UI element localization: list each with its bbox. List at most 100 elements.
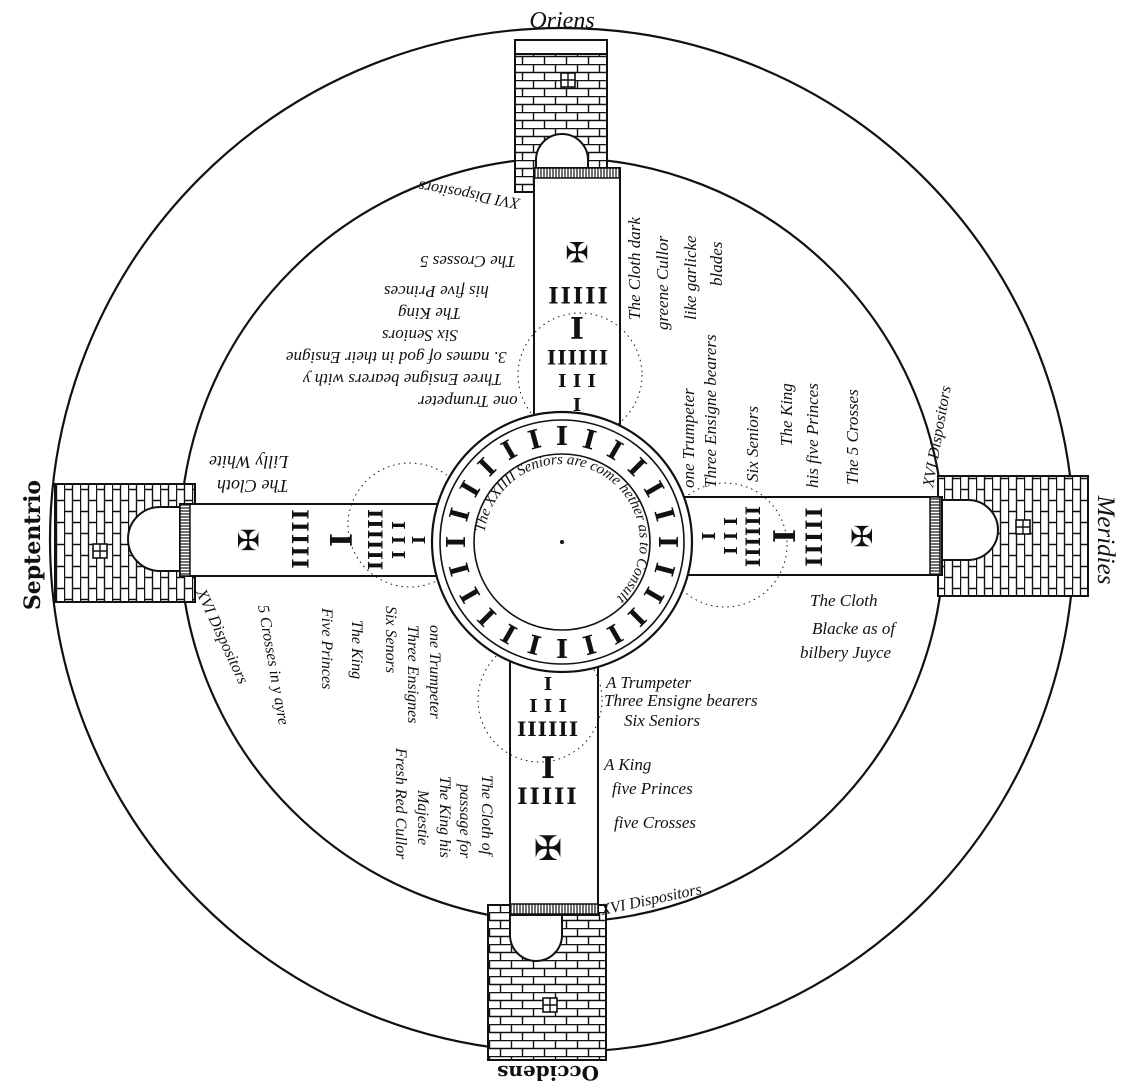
west-rank-line-3: Six Seniors (624, 711, 700, 730)
north-rank-line-1: one Trumpeter (426, 625, 443, 720)
south-mark-ensigns: I I I (721, 517, 742, 555)
south-rank-line-6: The 5 Crosses (843, 389, 862, 485)
east-rank-text: one Trumpeter Three Ensigne bearers with… (286, 252, 518, 411)
direction-east: Oriens (529, 8, 594, 34)
east-mark-seniors: IIIIII (546, 345, 608, 369)
north-rank-line-4: The King (348, 620, 365, 679)
west-rank-line-6: five Crosses (614, 813, 696, 832)
arm-north-end (179, 503, 191, 577)
tower-north (54, 483, 196, 603)
south-rank-line-5: his five Princes (803, 383, 822, 488)
south-rank-line-1: one Trumpeter (679, 388, 698, 488)
east-rank-line-6: his five Princes (384, 282, 489, 301)
senior-mark: I (442, 536, 472, 548)
senior-mark: I (652, 536, 682, 548)
east-cloth-line-1: The Cloth dark (625, 217, 644, 320)
east-mark-trumpeter: I (573, 393, 581, 414)
north-crosses: 5 Crosses in y ayre (254, 604, 292, 727)
arm-east (533, 167, 621, 451)
senior-mark: I (556, 632, 568, 662)
north-rank-text: one Trumpeter Three Ensignes Six Senors … (318, 606, 443, 724)
north-dispositors: XVI Dispositors (192, 586, 251, 687)
east-mark-five-princes: IIIII (546, 281, 607, 307)
east-rank-line-4: Six Seniors (382, 326, 458, 345)
north-mark-ensigns: I I I (387, 521, 408, 559)
west-rank-text: A Trumpeter Three Ensigne bearers Six Se… (603, 673, 758, 832)
west-mark-seniors: IIIIII (517, 717, 579, 741)
north-cloth-line-2: Lilly White (209, 452, 290, 472)
north-rank-line-2: Three Ensignes (404, 625, 421, 724)
direction-north: Septentrio (20, 480, 46, 610)
north-mark-crosses: ✠ (231, 528, 264, 551)
west-cloth-line-5: Fresh Red Cullor (392, 747, 409, 860)
north-cloth-text: The Cloth Lilly White (209, 452, 290, 496)
direction-south: Meridies (1092, 495, 1119, 585)
south-mark-crosses: ✠ (846, 524, 879, 547)
north-rank-line-5: Five Princes (318, 607, 335, 689)
tower-west (487, 904, 607, 1061)
north-mark-seniors: IIIIII (363, 509, 387, 571)
center-dot (560, 540, 564, 544)
east-cloth-text: The Cloth dark greene Cullor like garlic… (625, 217, 726, 330)
north-arm-marks: ✠ IIIII I IIIIII I I I I (231, 509, 428, 571)
west-mark-ensigns: I I I (529, 696, 567, 717)
south-cloth-line-3: bilbery Juyce (800, 643, 892, 662)
west-rank-line-4: A King (603, 755, 651, 774)
south-cloth-text: The Cloth Blacke as of bilbery Juyce (800, 591, 897, 662)
west-cloth-line-3: The King his (436, 776, 453, 858)
arm-south-end (929, 496, 941, 576)
west-cloth-line-4: Majestie (414, 789, 431, 845)
east-arm-marks: ✠ IIIII I IIIIII I I I I (546, 235, 608, 414)
east-cloth-line-4: blades (707, 241, 726, 286)
east-rank-line-3: 3. names of god in their Ensigne (286, 348, 508, 367)
south-arm-marks: I I I I IIIIII I IIIII ✠ (699, 505, 879, 567)
west-cloth-line-1: The Cloth of (478, 775, 495, 858)
west-cloth-line-2: passage for (456, 783, 473, 859)
north-mark-king: I (322, 533, 357, 547)
west-mark-five-princes: IIIII (517, 784, 578, 810)
east-mark-crosses: ✠ (565, 235, 588, 268)
east-dispositors: XVI Dispositors (417, 177, 522, 212)
south-rank-line-2: Three Ensigne bearers (701, 334, 720, 488)
direction-west: Occidens (497, 1061, 599, 1085)
dotted-ring-east (517, 312, 643, 438)
south-mark-king: I (768, 529, 803, 543)
south-rank-line-3: Six Seniors (743, 406, 762, 482)
east-rank-line-2: Three Ensigne bearers with y (303, 370, 502, 389)
arm-south (679, 496, 943, 576)
south-cloth-line-1: The Cloth (810, 591, 878, 610)
arm-west (509, 629, 599, 916)
arm-west-end (509, 903, 599, 915)
west-rank-line-1: A Trumpeter (605, 673, 692, 692)
south-rank-line-4: The King (777, 383, 796, 446)
east-cloth-line-2: greene Cullor (653, 235, 672, 330)
senior-mark: I (556, 422, 568, 452)
south-dispositors: XVI Dispositors (920, 385, 955, 490)
south-mark-trumpeter: I (699, 532, 720, 540)
west-mark-king: I (541, 751, 555, 786)
center-mid-ring (439, 419, 685, 665)
east-cloth-line-3: like garlicke (681, 235, 700, 320)
west-mark-crosses: ✠ (534, 829, 563, 869)
west-rank-line-2: Three Ensigne bearers (604, 691, 758, 710)
north-rank-line-3: Six Senors (382, 606, 399, 673)
south-cloth-line-2: Blacke as of (812, 619, 897, 638)
east-mark-ensigns: I I I (558, 369, 596, 390)
east-mark-king: I (570, 309, 584, 344)
arm-east-end (533, 167, 621, 179)
east-rank-line-5: The King (398, 304, 461, 323)
west-dispositors: XVI Dispositors (598, 881, 703, 919)
east-rank-line-1: one Trumpeter (418, 392, 518, 411)
tower-south (937, 475, 1089, 597)
south-rank-text: one Trumpeter Three Ensigne bearers Six … (679, 334, 862, 488)
west-arm-marks: I I I I IIIIII I IIIII ✠ (517, 674, 579, 869)
north-cloth-line-1: The Cloth (217, 476, 289, 496)
north-mark-five-princes: IIIII (286, 509, 312, 570)
north-mark-trumpeter: I (407, 536, 428, 544)
dotted-ring-south (662, 482, 788, 608)
west-cloth-text: The Cloth of passage for The King his Ma… (392, 747, 495, 860)
center-inner-ring (473, 453, 651, 631)
west-rank-line-5: five Princes (612, 779, 693, 798)
